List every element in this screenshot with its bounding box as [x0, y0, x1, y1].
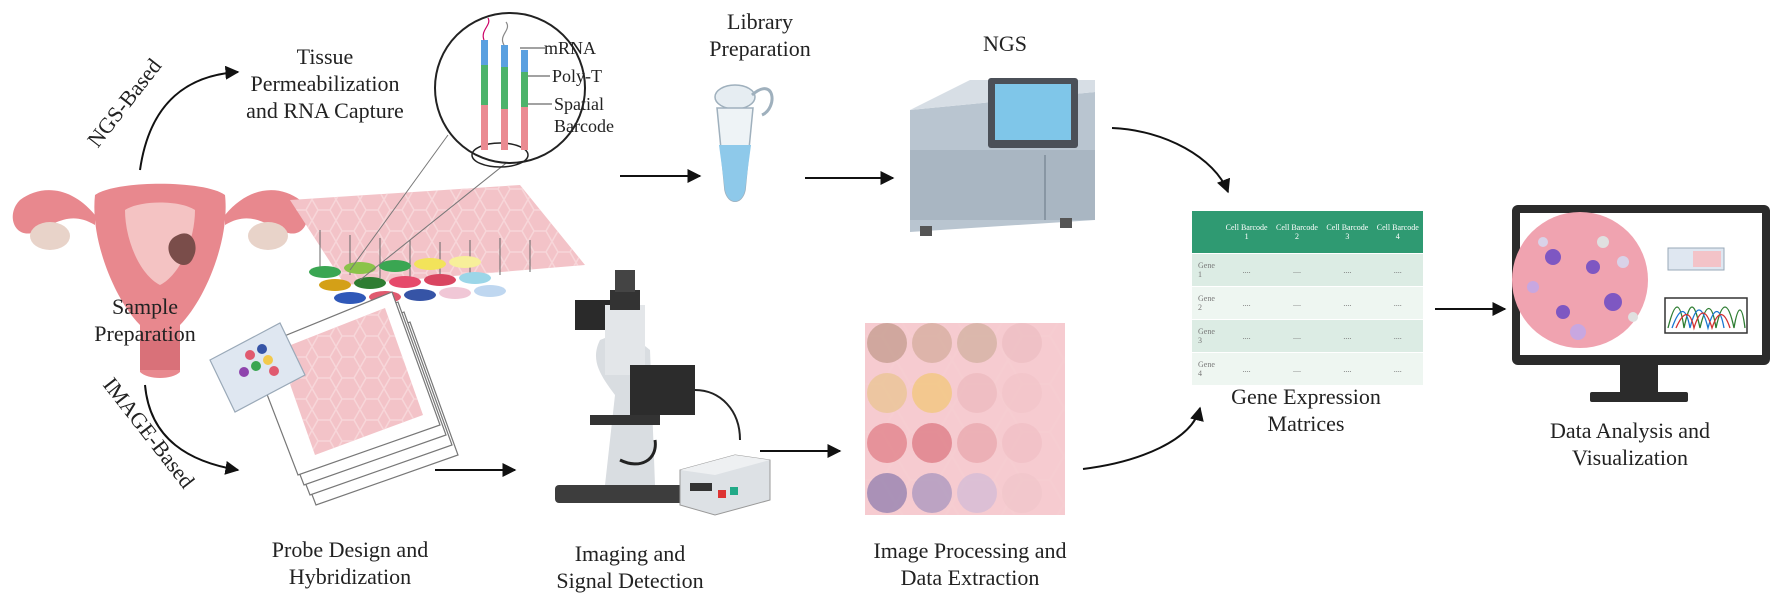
- matrix-cell: ....: [1221, 253, 1272, 287]
- gene-label: Gene 3: [1192, 319, 1222, 353]
- matrix-cell: ....: [1271, 286, 1323, 320]
- matrix-row: Gene 1 .... .... .... ....: [1192, 253, 1423, 287]
- matrix-col-header: Cell Barcode 1: [1221, 211, 1272, 254]
- capture-array: [290, 119, 585, 304]
- matrix-cell: ....: [1322, 319, 1373, 353]
- label-line: Barcode: [554, 116, 614, 136]
- matrix-row: Gene 3 .... .... .... ....: [1192, 319, 1423, 353]
- label-line: and RNA Capture: [246, 98, 404, 123]
- label-line: Preparation: [94, 321, 196, 346]
- matrix-cell: ....: [1322, 286, 1373, 320]
- label-line: Sample: [112, 294, 178, 319]
- matrix-row: Gene 4 .... .... .... ....: [1192, 352, 1423, 385]
- sample-preparation-label: Sample Preparation: [70, 293, 220, 347]
- spatial-barcode-label: Spatial Barcode: [554, 93, 614, 137]
- arrow-to-matrix-bottom: [1082, 406, 1204, 470]
- gene-label: Gene 2: [1192, 286, 1222, 320]
- label-line: Signal Detection: [556, 568, 704, 593]
- label-line: Spatial: [554, 94, 604, 114]
- matrix-col-header: Cell Barcode 2: [1271, 211, 1323, 254]
- label-line: Image Processing and: [873, 538, 1067, 563]
- label-line: Imaging and: [574, 541, 686, 566]
- matrix-cell: ....: [1372, 253, 1423, 287]
- matrix-corner: [1192, 211, 1222, 254]
- matrix-col-header: Cell Barcode 4: [1372, 211, 1423, 254]
- flow-arrows: [139, 65, 1507, 477]
- label-line: Tissue: [296, 44, 354, 69]
- ngs-label: NGS: [982, 31, 1027, 56]
- label-line: Gene Expression: [1231, 384, 1381, 409]
- arrow-ngs-branch: [139, 65, 240, 171]
- arrow-image-branch: [144, 384, 240, 475]
- label-line: Permeabilization: [250, 71, 400, 96]
- microscope-icon: [555, 270, 741, 503]
- matrix-row: Gene 2 .... .... .... ....: [1192, 286, 1423, 320]
- matrix-cell: ....: [1322, 352, 1373, 385]
- matrix-cell: ....: [1271, 352, 1323, 385]
- matrix-header-row: Cell Barcode 1 Cell Barcode 2 Cell Barco…: [1192, 211, 1423, 254]
- power-supply-icon: [679, 454, 771, 516]
- poly-t-label: Poly-T: [552, 66, 603, 86]
- image-processing-grid: [865, 323, 1065, 515]
- label-line: Matrices: [1267, 411, 1345, 436]
- image-processing-label: Image Processing and Data Extraction: [845, 537, 1095, 591]
- matrix-cell: ....: [1322, 253, 1373, 287]
- matrix-cell: ....: [1271, 319, 1323, 353]
- label-line: Hybridization: [288, 564, 412, 589]
- gene-label: Gene 1: [1192, 253, 1222, 287]
- spatial-spot-map: [1527, 236, 1638, 340]
- uterus-illustration: [12, 183, 308, 378]
- microtube-icon: [714, 84, 774, 202]
- data-analysis-label: Data Analysis and Visualization: [1510, 417, 1750, 471]
- monitor-icon: [1512, 205, 1770, 402]
- label-line: Visualization: [1572, 445, 1688, 470]
- gene-expression-matrix: Cell Barcode 1 Cell Barcode 2 Cell Barco…: [1192, 211, 1423, 385]
- matrix-cell: ....: [1372, 319, 1423, 353]
- matrix-cell: ....: [1221, 319, 1272, 353]
- imaging-label: Imaging and Signal Detection: [540, 540, 720, 594]
- label-line: Data Extraction: [900, 565, 1040, 590]
- label-line: Preparation: [709, 36, 811, 61]
- sequencer-icon: [910, 78, 1095, 236]
- gene-expression-matrices-label: Gene Expression Matrices: [1196, 383, 1416, 437]
- matrix-cell: ....: [1271, 253, 1323, 287]
- hybridization-slides: [209, 291, 459, 506]
- probe-zoom-circle: [434, 12, 586, 168]
- matrix-cell: ....: [1372, 352, 1423, 385]
- probe-design-label: Probe Design and Hybridization: [235, 536, 465, 590]
- tissue-permeabilization-label: Tissue Permeabilization and RNA Capture: [225, 43, 425, 124]
- matrix-col-header: Cell Barcode 3: [1322, 211, 1373, 254]
- gene-label: Gene 4: [1192, 352, 1222, 385]
- library-preparation-label: Library Preparation: [690, 8, 830, 62]
- matrix-cell: ....: [1221, 286, 1272, 320]
- matrix-cell: ....: [1372, 286, 1423, 320]
- mrna-label: mRNA: [544, 38, 597, 58]
- label-line: Probe Design and: [271, 537, 429, 562]
- label-line: Library: [727, 9, 793, 34]
- arrow-to-matrix-top: [1111, 127, 1231, 194]
- label-line: Data Analysis and: [1549, 418, 1711, 443]
- matrix-cell: ....: [1221, 352, 1272, 385]
